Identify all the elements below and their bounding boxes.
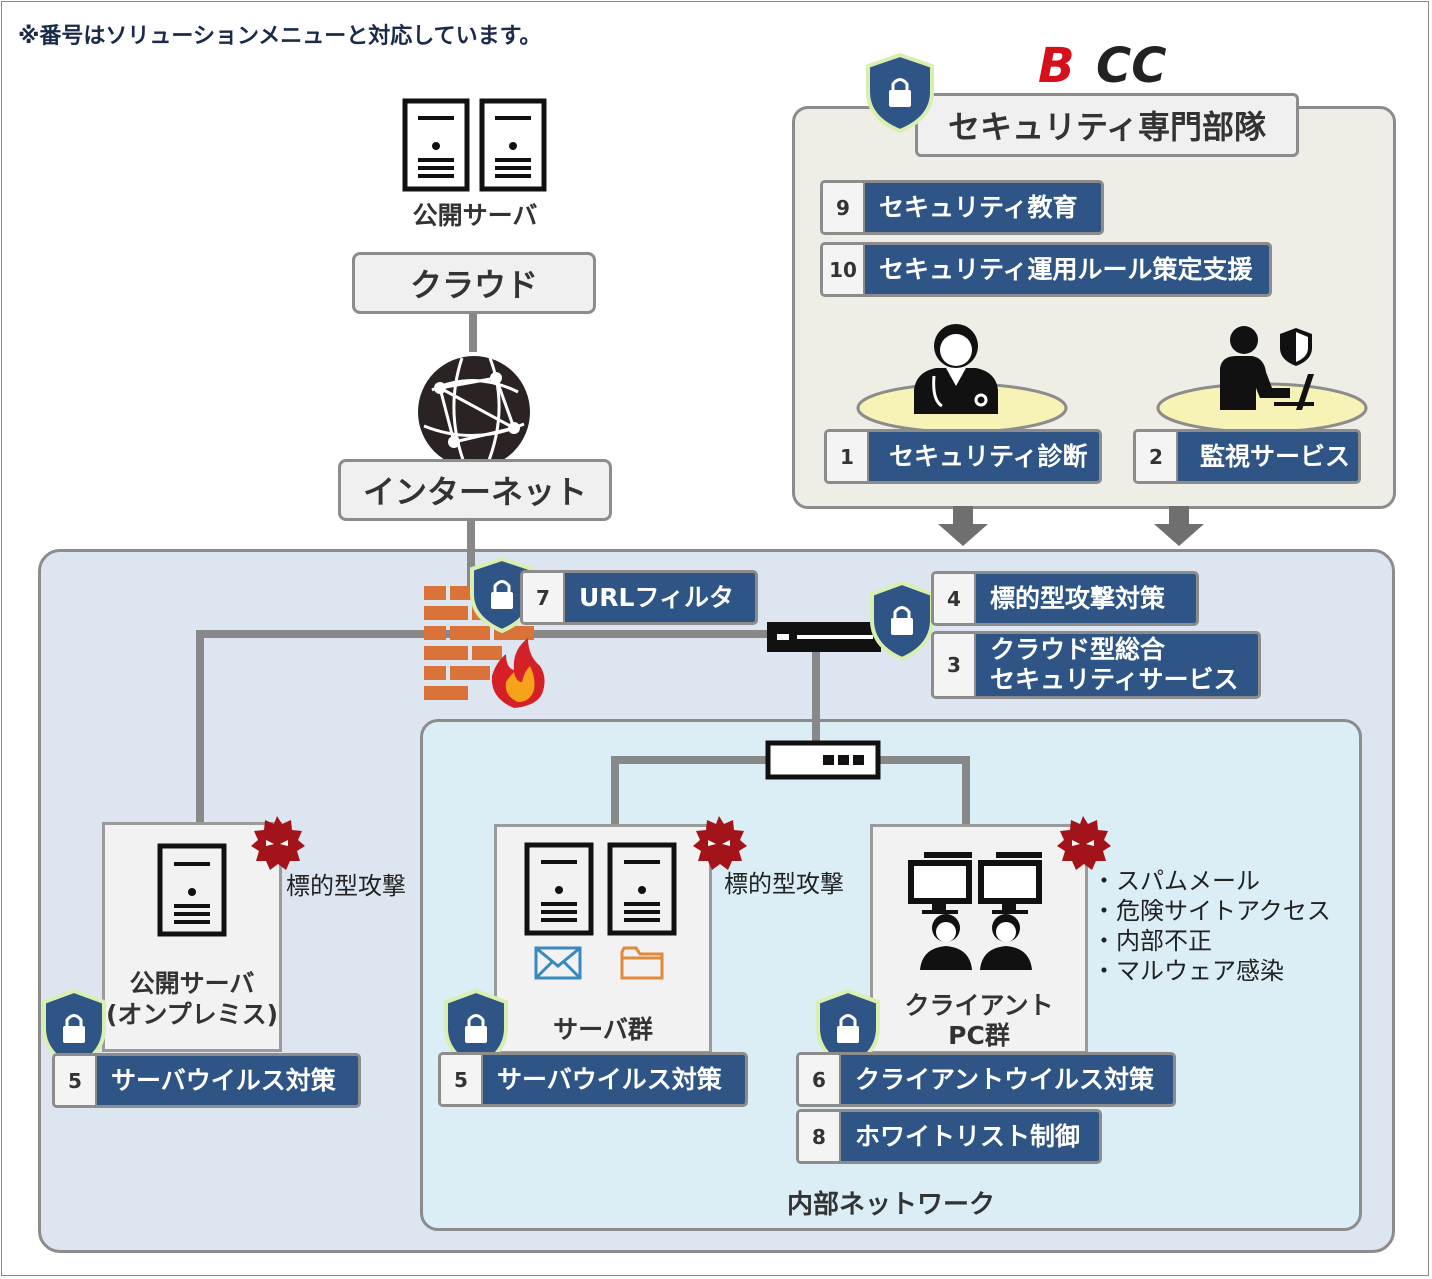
solution-3-cloud-security-service: 3 クラウド型総合 セキュリティサービス bbox=[931, 631, 1261, 699]
threat-item: ・内部不正 bbox=[1092, 927, 1212, 955]
client-pc-caption-1: クライアント bbox=[904, 991, 1054, 1020]
solution-9-security-education: 9 セキュリティ教育 bbox=[820, 180, 1104, 235]
solution-4-targeted-attack: 4 標的型攻撃対策 bbox=[931, 571, 1199, 626]
connector-line bbox=[196, 630, 466, 638]
folder-icon bbox=[620, 946, 664, 980]
shield-lock-icon bbox=[866, 52, 934, 134]
solution-number: 5 bbox=[55, 1056, 97, 1105]
shield-lock-icon bbox=[816, 988, 880, 1070]
solution-label: サーバウイルス対策 bbox=[483, 1055, 745, 1104]
monitoring-operator-icon bbox=[1156, 326, 1368, 434]
server-group-icon bbox=[524, 842, 677, 936]
solution-label: サーバウイルス対策 bbox=[97, 1056, 358, 1105]
solution-number: 10 bbox=[823, 245, 865, 294]
mail-icon bbox=[534, 946, 582, 980]
solution-label-line1: クラウド型総合 bbox=[990, 635, 1166, 664]
onprem-server-caption-1: 公開サーバ bbox=[129, 969, 255, 998]
internet-box: インターネット bbox=[338, 459, 612, 521]
svg-text:B: B bbox=[1038, 40, 1075, 88]
solution-7-url-filter: 7 URLフィルタ bbox=[520, 570, 758, 625]
solution-5-server-antivirus: 5 サーバウイルス対策 bbox=[52, 1053, 361, 1108]
client-threat-list: ・スパムメール ・危険サイトアクセス ・内部不正 ・マルウェア感染 bbox=[1092, 866, 1331, 986]
solution-number: 2 bbox=[1136, 432, 1178, 481]
solution-label: セキュリティ診断 bbox=[869, 432, 1099, 481]
client-pc-users-icon bbox=[908, 852, 1042, 970]
virus-icon bbox=[251, 816, 305, 870]
internet-label: インターネット bbox=[362, 473, 587, 511]
virus-icon bbox=[693, 816, 747, 870]
connector-line bbox=[611, 756, 771, 764]
solution-number: 7 bbox=[523, 573, 565, 622]
solution-number: 9 bbox=[823, 183, 865, 232]
solution-number: 4 bbox=[934, 574, 976, 623]
solution-label: 標的型攻撃対策 bbox=[976, 574, 1196, 623]
solution-1-security-assessment: 1 セキュリティ診断 bbox=[824, 429, 1102, 484]
connector-line bbox=[467, 519, 475, 589]
shield-lock-icon bbox=[470, 556, 534, 634]
gateway-appliance-icon bbox=[767, 622, 881, 652]
solution-label: クライアントウイルス対策 bbox=[841, 1055, 1173, 1104]
threat-targeted-attack: 標的型攻撃 bbox=[724, 870, 844, 898]
threat-targeted-attack: 標的型攻撃 bbox=[286, 872, 406, 900]
cloud-label: クラウド bbox=[409, 266, 538, 304]
connector-line bbox=[469, 312, 477, 352]
solution-number: 8 bbox=[799, 1112, 841, 1161]
solution-2-monitoring-service: 2 監視サービス bbox=[1133, 429, 1361, 484]
server-icon bbox=[157, 843, 227, 937]
arrow-down-icon bbox=[1154, 506, 1204, 546]
note-text: ※番号はソリューションメニューと対応しています。 bbox=[18, 24, 542, 49]
globe-icon bbox=[418, 356, 530, 468]
solution-label-line2: セキュリティサービス bbox=[990, 665, 1239, 694]
solution-8-whitelist-control: 8 ホワイトリスト制御 bbox=[796, 1109, 1102, 1164]
arrow-down-icon bbox=[938, 506, 988, 546]
security-team-title: セキュリティ専門部隊 bbox=[947, 108, 1267, 146]
solution-label: セキュリティ運用ルール策定支援 bbox=[865, 245, 1269, 294]
solution-number: 3 bbox=[934, 634, 976, 696]
security-analyst-icon bbox=[856, 324, 1068, 434]
connector-line bbox=[520, 630, 770, 638]
internal-network-label: 内部ネットワーク bbox=[786, 1190, 995, 1220]
connector-line bbox=[196, 630, 204, 825]
solution-label: セキュリティ教育 bbox=[865, 183, 1101, 232]
connector-line bbox=[876, 756, 970, 764]
solution-label: クラウド型総合 セキュリティサービス bbox=[976, 634, 1258, 696]
threat-item: ・危険サイトアクセス bbox=[1092, 897, 1331, 925]
public-server-icon bbox=[402, 98, 547, 192]
solution-10-operation-rules: 10 セキュリティ運用ルール策定支援 bbox=[820, 242, 1272, 297]
solution-label: ホワイトリスト制御 bbox=[841, 1112, 1099, 1161]
bcc-logo: B CC bbox=[1038, 40, 1166, 88]
onprem-server-caption-2: (オンプレミス) bbox=[105, 1000, 279, 1029]
network-switch-icon bbox=[765, 740, 881, 780]
solution-number: 6 bbox=[799, 1055, 841, 1104]
solution-6-client-antivirus: 6 クライアントウイルス対策 bbox=[796, 1052, 1176, 1107]
server-group-caption: サーバ群 bbox=[553, 1015, 653, 1044]
threat-item: ・スパムメール bbox=[1092, 867, 1260, 895]
connector-line bbox=[611, 756, 619, 826]
security-team-title-box: セキュリティ専門部隊 bbox=[915, 93, 1299, 157]
threat-item: ・マルウェア感染 bbox=[1092, 957, 1284, 985]
solution-number: 5 bbox=[441, 1055, 483, 1104]
onprem-server-card bbox=[102, 822, 282, 1052]
connector-line bbox=[962, 756, 970, 826]
shield-lock-icon bbox=[870, 580, 934, 662]
solution-label: 監視サービス bbox=[1178, 432, 1358, 481]
cloud-box: クラウド bbox=[352, 252, 596, 314]
solution-number: 1 bbox=[827, 432, 869, 481]
virus-icon bbox=[1057, 816, 1111, 870]
connector-line bbox=[812, 650, 820, 742]
solution-label: URLフィルタ bbox=[565, 573, 755, 622]
client-pc-caption-2: PC群 bbox=[948, 1021, 1010, 1050]
svg-text:CC: CC bbox=[1096, 40, 1166, 88]
public-server-label: 公開サーバ bbox=[412, 201, 538, 230]
solution-5-server-antivirus: 5 サーバウイルス対策 bbox=[438, 1052, 748, 1107]
